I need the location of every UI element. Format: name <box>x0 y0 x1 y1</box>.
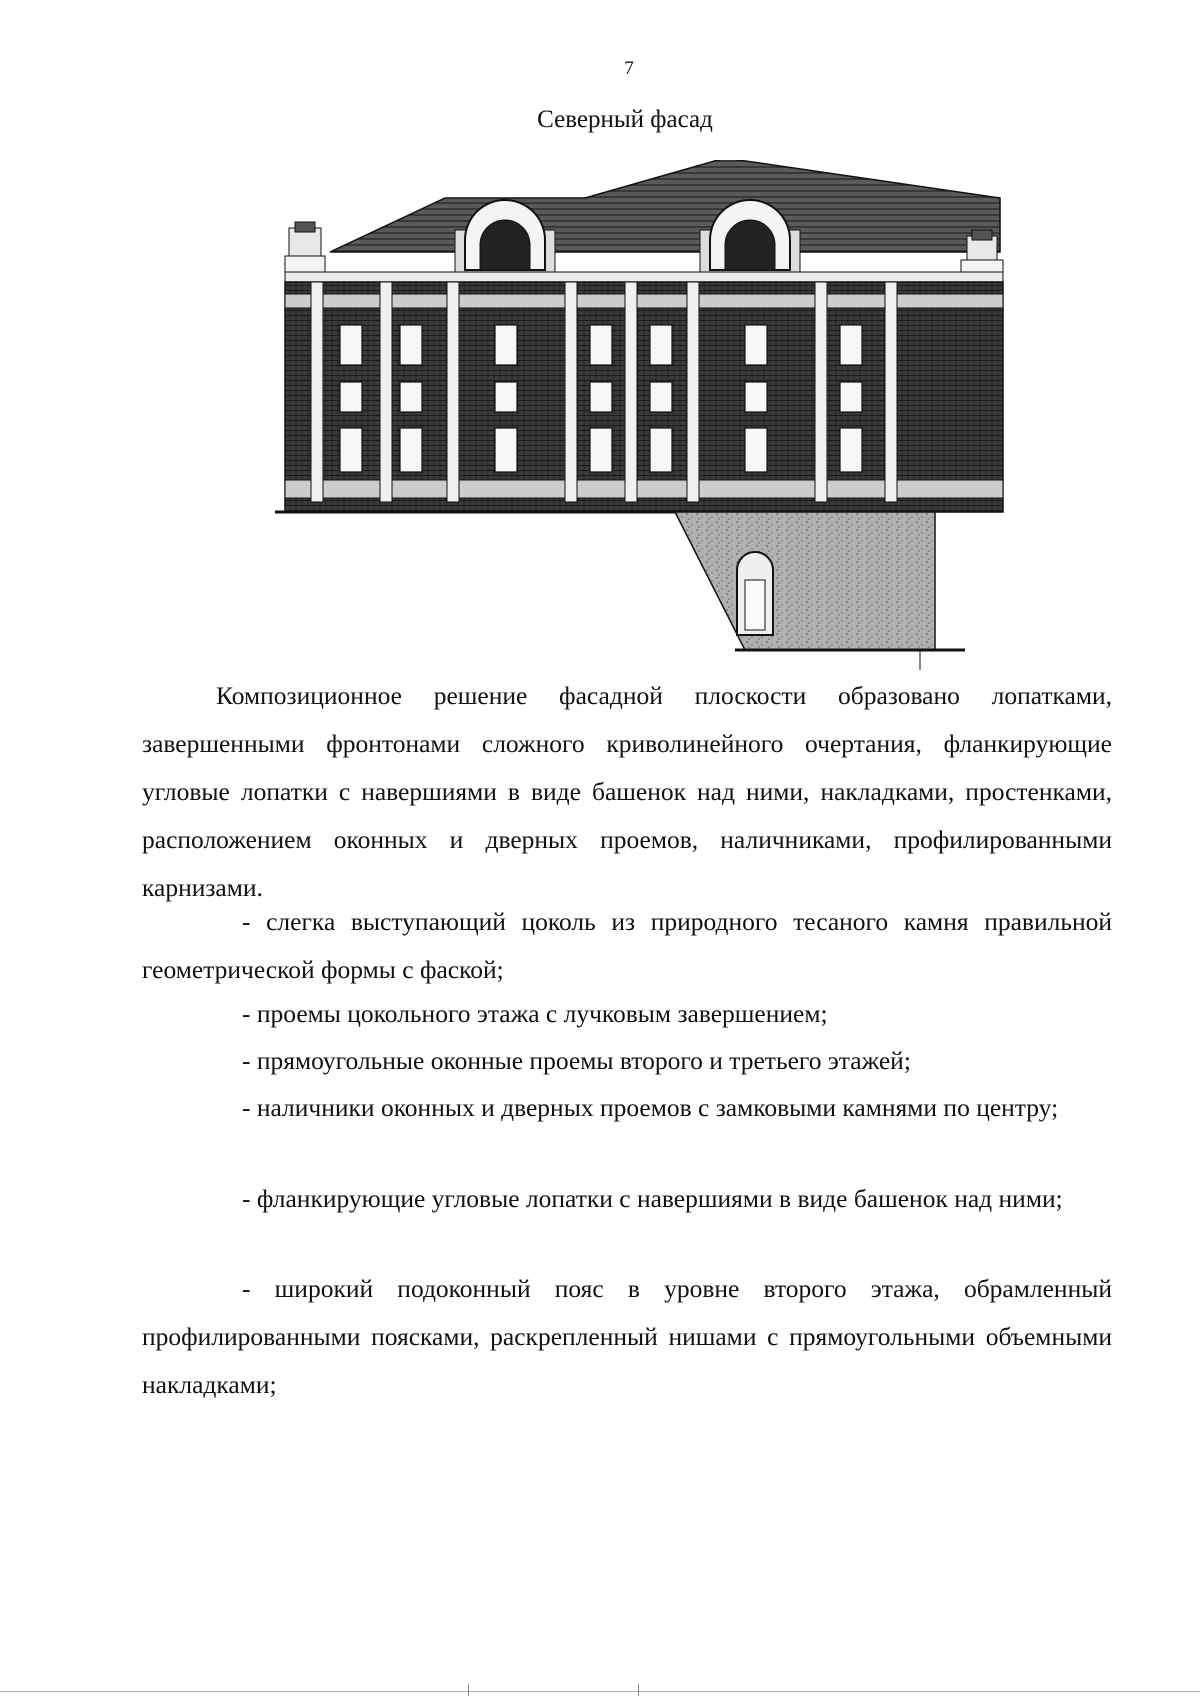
footer-tick <box>468 1684 469 1696</box>
page-number: 7 <box>624 58 634 79</box>
footer-rule <box>0 1691 1200 1692</box>
cornice <box>284 271 1004 283</box>
intro-paragraph: Композиционное решение фасадной плоскост… <box>142 681 1112 902</box>
footer-tick <box>638 1684 639 1696</box>
facade-elevation <box>275 157 1004 670</box>
north-facade-drawing <box>275 157 1035 735</box>
list-item: - прямоугольные оконные проемы второго и… <box>242 1046 911 1075</box>
roof <box>329 157 1001 253</box>
list-item: - широкий подоконный пояс в уровне второ… <box>142 1274 1112 1399</box>
pilasters <box>310 281 898 503</box>
left-turret <box>284 221 326 279</box>
windows <box>339 324 863 473</box>
list-item: - наличники оконных и дверных проемов с … <box>242 1093 1059 1122</box>
list-item: - фланкирующие угловые лопатки с наверши… <box>242 1184 1063 1213</box>
list-item: - слегка выступающий цоколь из природног… <box>142 907 1112 984</box>
figure-title: Северный фасад <box>537 106 713 133</box>
list-item: - проемы цокольного этажа с лучковым зав… <box>242 999 828 1028</box>
stone-plinth <box>673 511 936 651</box>
